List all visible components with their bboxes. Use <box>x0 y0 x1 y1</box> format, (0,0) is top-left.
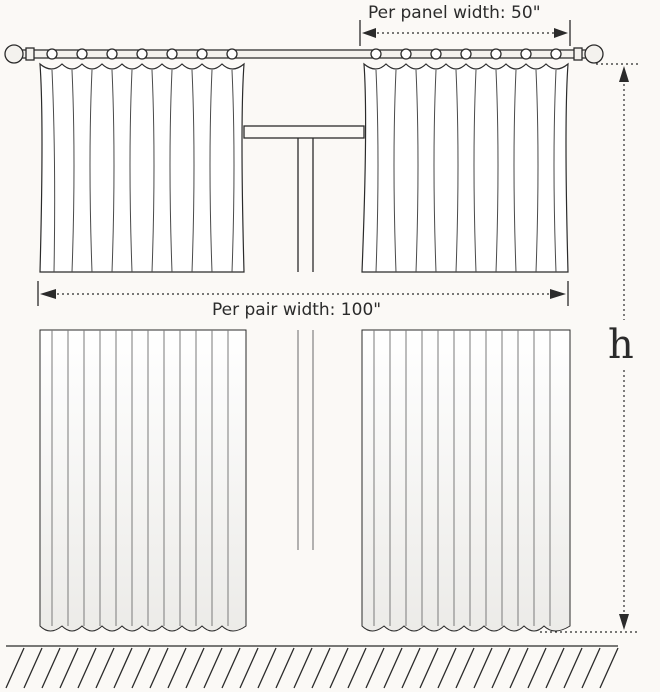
right-curtain-lower <box>361 329 571 632</box>
panel-width-label: Per panel width: 50" <box>366 3 543 23</box>
left-curtain-upper <box>39 62 245 273</box>
pair-width-dimension <box>37 281 569 306</box>
left-curtain-lower <box>39 329 247 632</box>
pair-width-label: Per pair width: 100" <box>208 300 386 320</box>
height-label: h <box>608 322 634 368</box>
panel-width-dimension <box>359 20 571 46</box>
floor-hatching <box>5 645 619 689</box>
window-frame <box>243 125 365 550</box>
height-dimension <box>540 63 640 633</box>
right-curtain-upper <box>361 62 569 273</box>
curtain-rod <box>4 44 604 64</box>
